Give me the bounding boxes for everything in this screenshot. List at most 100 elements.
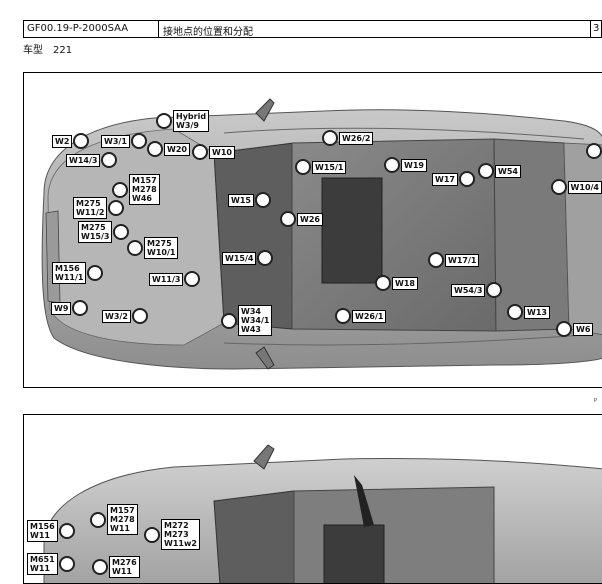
ground-point-marker — [90, 511, 106, 528]
ground-point-label-line: W10 — [212, 147, 232, 157]
ground-point-marker — [113, 224, 130, 240]
ground-point-marker — [384, 157, 400, 173]
ground-point-label: W3/2 — [102, 309, 131, 323]
ground-point-w26: W26 — [280, 211, 323, 227]
ground-point-label-line: M156 — [55, 264, 80, 273]
ground-point-w14-3: W14/3 — [66, 152, 118, 168]
ground-point-w10: W10 — [192, 144, 235, 160]
ground-point-label-line: W2 — [55, 136, 70, 146]
ground-point-label-line: W26/2 — [342, 133, 371, 143]
ground-point-label-line: M275 — [147, 239, 172, 248]
ground-point-label-line: W11w2 — [164, 539, 197, 548]
ground-point-w6: W6 — [556, 321, 594, 337]
ground-point-label-line: M273 — [164, 530, 189, 539]
ground-point-label: W10/4 — [567, 180, 602, 194]
ground-point-marker — [192, 144, 208, 160]
ground-point-marker — [58, 556, 75, 572]
ground-point-label-line: M651 — [30, 555, 55, 564]
ground-point-label-line: W18 — [395, 278, 415, 288]
ground-point-marker — [87, 265, 104, 281]
ground-point-label-line: W26/1 — [355, 311, 384, 321]
ground-point-marker — [58, 523, 75, 539]
ground-point-label-line: M278 — [132, 185, 157, 194]
ground-point-label-line: W17 — [435, 174, 455, 184]
doc-code: GF00.19-P-2000SAA — [24, 21, 159, 37]
ground-point-marker — [428, 252, 444, 268]
ground-point-marker — [254, 192, 271, 208]
ground-point-w17: W17 — [432, 171, 475, 187]
ground-point-label-line: M157 — [132, 176, 157, 185]
ground-point-marker — [184, 271, 201, 287]
ground-point-w15-1: W15/1 — [295, 159, 347, 175]
ground-point-label: W26 — [297, 212, 323, 226]
ground-point-label: W6 — [573, 322, 594, 336]
ground-point-label-line: W34/1 — [241, 316, 270, 325]
ground-point-label-line: W54/3 — [454, 285, 483, 295]
ground-point-marker — [147, 141, 163, 157]
ground-point-label-line: W11 — [30, 531, 50, 540]
ground-point-label-line: W17/1 — [448, 255, 477, 265]
ground-point-w18: W18 — [375, 275, 418, 291]
ground-point-label-line: W20 — [167, 144, 187, 154]
ground-point-marker — [478, 163, 494, 179]
ground-point-label-line: Hybrid — [176, 112, 207, 121]
ground-point-label: W13 — [524, 305, 550, 319]
ground-point-edge-dot — [586, 143, 602, 159]
header-table: GF00.19-P-2000SAA 接地点的位置和分配 3 — [23, 20, 602, 38]
ground-point-w15-4: W15/4 — [222, 250, 274, 266]
ground-point-marker — [130, 133, 147, 149]
ground-point-marker — [156, 113, 172, 129]
ground-point-label-line: W54 — [498, 166, 518, 176]
ground-point-w17-1: W17/1 — [428, 252, 480, 268]
ground-point-marker — [295, 159, 311, 175]
ground-point-label-line: W14/3 — [69, 155, 98, 165]
ground-point-label: W17 — [432, 172, 458, 186]
ground-point-w11-3: W11/3 — [149, 271, 201, 287]
ground-point-marker — [127, 240, 143, 256]
ground-point-label-line: W3/1 — [104, 136, 127, 146]
ground-point-label-line: W3/2 — [105, 311, 128, 321]
ground-point-marker — [131, 308, 148, 324]
ground-point-marker — [280, 211, 296, 227]
ground-point-w15: W15 — [228, 192, 271, 208]
ground-point-marker — [507, 304, 523, 320]
ground-point-w26-1: W26/1 — [335, 308, 387, 324]
ground-point-marker — [458, 171, 475, 187]
page-mark: P — [594, 398, 598, 404]
ground-point-w9: W9 — [51, 300, 89, 316]
ground-point-label: W54/3 — [451, 283, 486, 297]
ground-point-marker — [257, 250, 274, 266]
ground-point-label-line: W15/3 — [81, 232, 110, 241]
ground-point-label-line: W26 — [300, 214, 320, 224]
ground-point-marker — [375, 275, 391, 291]
ground-point-label-line: W11 — [112, 567, 132, 576]
ground-point-label: W15/4 — [222, 251, 257, 265]
ground-point-w20: W20 — [147, 141, 190, 157]
ground-point-label-line: W9 — [54, 303, 69, 313]
ground-point-label-line: W15/4 — [225, 253, 254, 263]
doc-title: 接地点的位置和分配 — [159, 21, 591, 38]
ground-point-marker — [221, 312, 237, 329]
car-illustration-bottom — [43, 444, 602, 583]
ground-point-marker — [556, 321, 572, 337]
ground-point-label-line: M157 — [110, 506, 135, 515]
ground-point-marker — [335, 308, 351, 324]
ground-point-label-line: M272 — [164, 521, 189, 530]
